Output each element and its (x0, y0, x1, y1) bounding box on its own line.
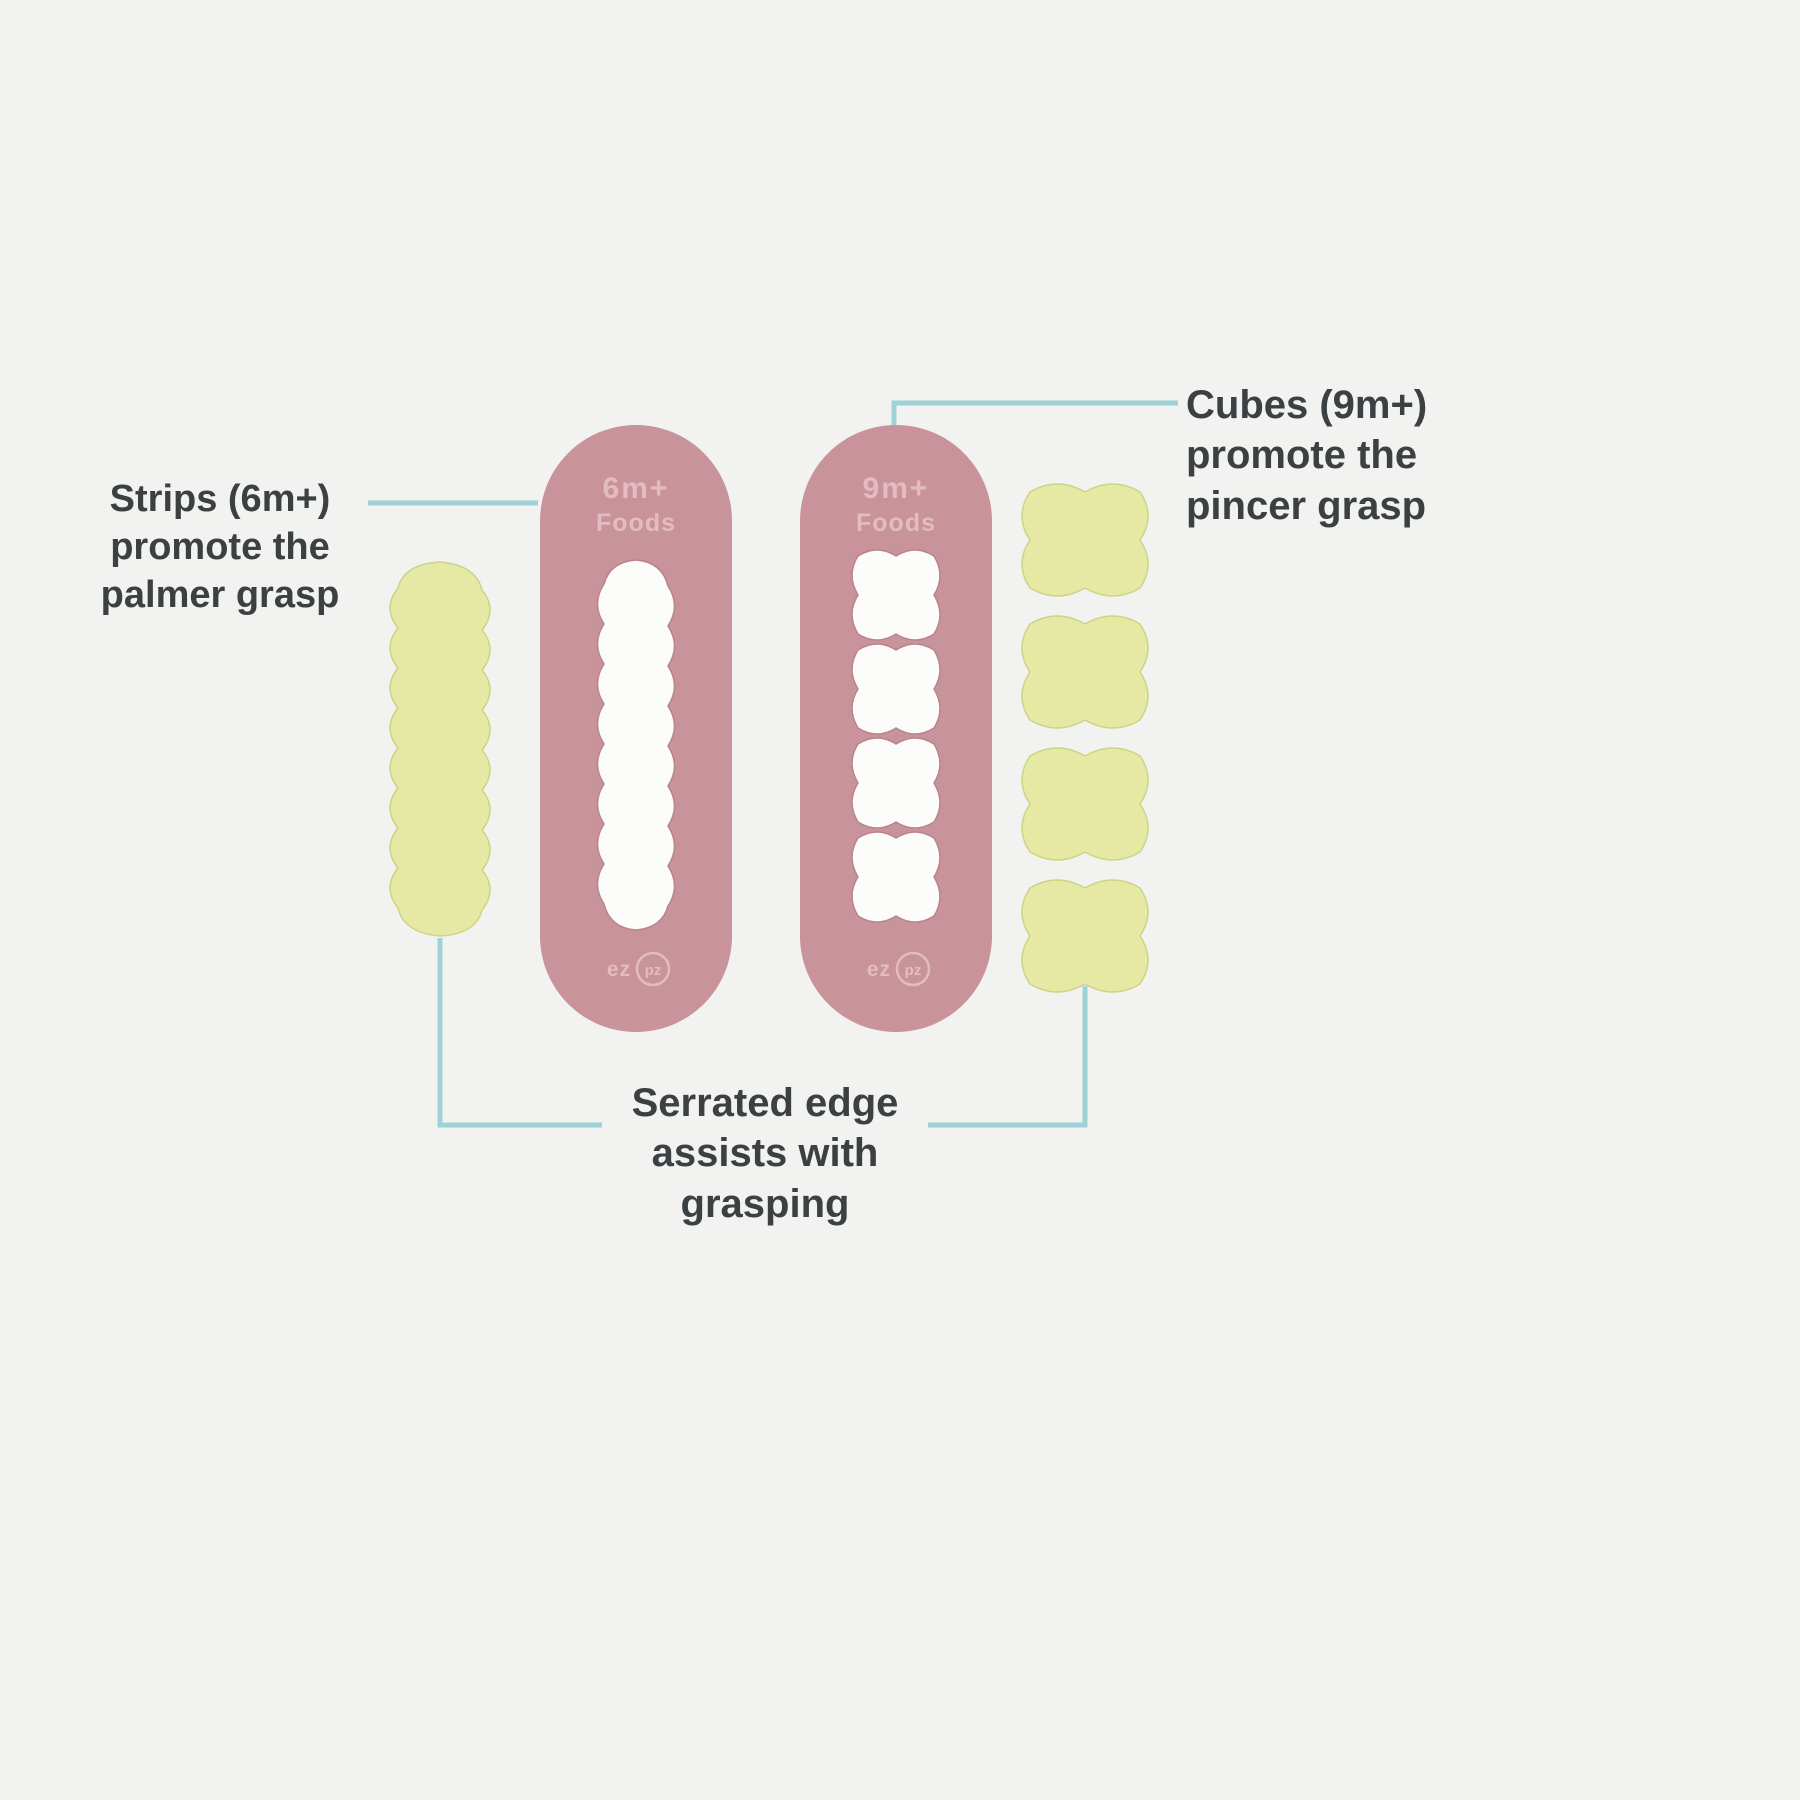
strip-cutter-brand-circle (635, 951, 671, 987)
cube-cutter-cutout-4 (851, 831, 941, 923)
food-cube-4 (1021, 879, 1149, 993)
cubes-annotation-line2: promote the (1186, 433, 1418, 478)
cube-cutter-brand-ez: ez (867, 958, 891, 981)
strip-cutter-cutout (596, 559, 676, 931)
cube-cutter-cutout-2 (851, 643, 941, 735)
strip-cutter-age-label: 6m+ (603, 472, 670, 505)
cubes-annotation-line3: pincer grasp (1186, 483, 1427, 528)
cube-cutter-foods-label: Foods (856, 509, 936, 537)
food-cube-2 (1021, 615, 1149, 729)
strips-annotation-line3: palmer grasp (100, 573, 340, 616)
cubes-annotation: Cubes (9m+) promote the pincer grasp (1186, 380, 1546, 531)
strip-cutter-brand-pz: pz (645, 962, 662, 979)
serrated-connector-left (437, 938, 602, 1128)
serrated-annotation: Serrated edge assists with grasping (580, 1078, 950, 1229)
food-strip (389, 561, 491, 937)
strip-cutter-brand-ez: ez (607, 958, 631, 981)
food-cube-1 (1021, 483, 1149, 597)
cube-cutter-cutout-1 (851, 549, 941, 641)
serrated-annotation-line1: Serrated edge (631, 1081, 899, 1125)
cube-cutter-brand-pz: pz (905, 962, 922, 979)
strips-annotation-line1: Strips (6m+) (109, 478, 331, 520)
strips-annotation: Strips (6m+) promote the palmer grasp (60, 476, 380, 620)
cubes-connector-line (891, 400, 1178, 427)
strips-annotation-line2: promote the (110, 525, 330, 568)
cube-cutter-age-label: 9m+ (863, 472, 930, 505)
cubes-annotation-line1: Cubes (9m+) (1186, 383, 1428, 427)
strip-cutter-foods-label: Foods (596, 509, 676, 537)
cube-cutter-cutout-3 (851, 737, 941, 829)
food-cube-3 (1021, 747, 1149, 861)
serrated-annotation-line2: assists with (651, 1131, 879, 1176)
serrated-connector-right (928, 986, 1088, 1128)
serrated-annotation-line3: grasping (680, 1181, 850, 1226)
cube-cutter-brand-circle (895, 951, 931, 987)
